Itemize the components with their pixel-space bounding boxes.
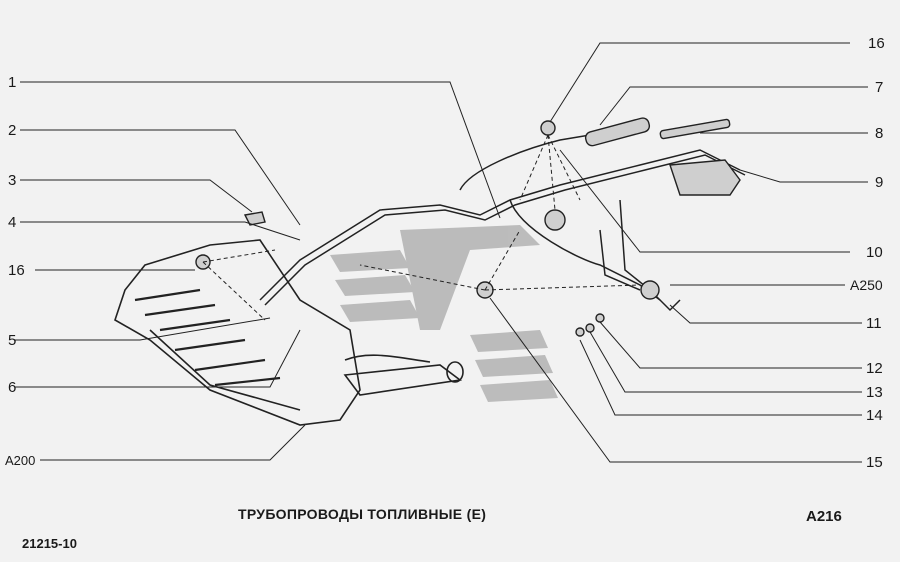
fuel-tank <box>114 239 361 426</box>
callout-7: 7 <box>875 79 884 96</box>
callout-13: 13 <box>866 384 883 401</box>
callout-2: 2 <box>8 122 17 139</box>
callout-16-left: 16 <box>8 262 25 279</box>
callout-11: 11 <box>866 315 882 332</box>
callout-5: 5 <box>8 332 17 349</box>
watermark-logo <box>330 225 558 402</box>
fuel-pipes <box>259 134 746 312</box>
diagram-title: ТРУБОПРОВОДЫ ТОПЛИВНЫЕ (Е) <box>238 506 487 522</box>
callout-15: 15 <box>866 454 883 471</box>
callout-10: 10 <box>866 244 883 261</box>
fuel-filter <box>195 117 741 337</box>
callout-a250: A250 <box>850 277 883 293</box>
callout-6: 6 <box>8 379 17 396</box>
callout-16-right: 16 <box>868 35 885 52</box>
callout-12: 12 <box>866 360 883 377</box>
filler-neck <box>343 354 464 396</box>
sheet-id: А216 <box>806 508 842 525</box>
callout-14: 14 <box>866 407 883 424</box>
callout-a200: A200 <box>5 453 36 468</box>
callout-3: 3 <box>8 172 17 189</box>
callout-4: 4 <box>8 214 17 231</box>
callout-9: 9 <box>875 174 884 191</box>
callout-1: 1 <box>8 74 17 91</box>
callout-8: 8 <box>875 125 884 142</box>
leader-lines <box>15 42 868 463</box>
catalog-code: 21215-10 <box>22 536 77 551</box>
dashed-linkages <box>202 134 641 321</box>
